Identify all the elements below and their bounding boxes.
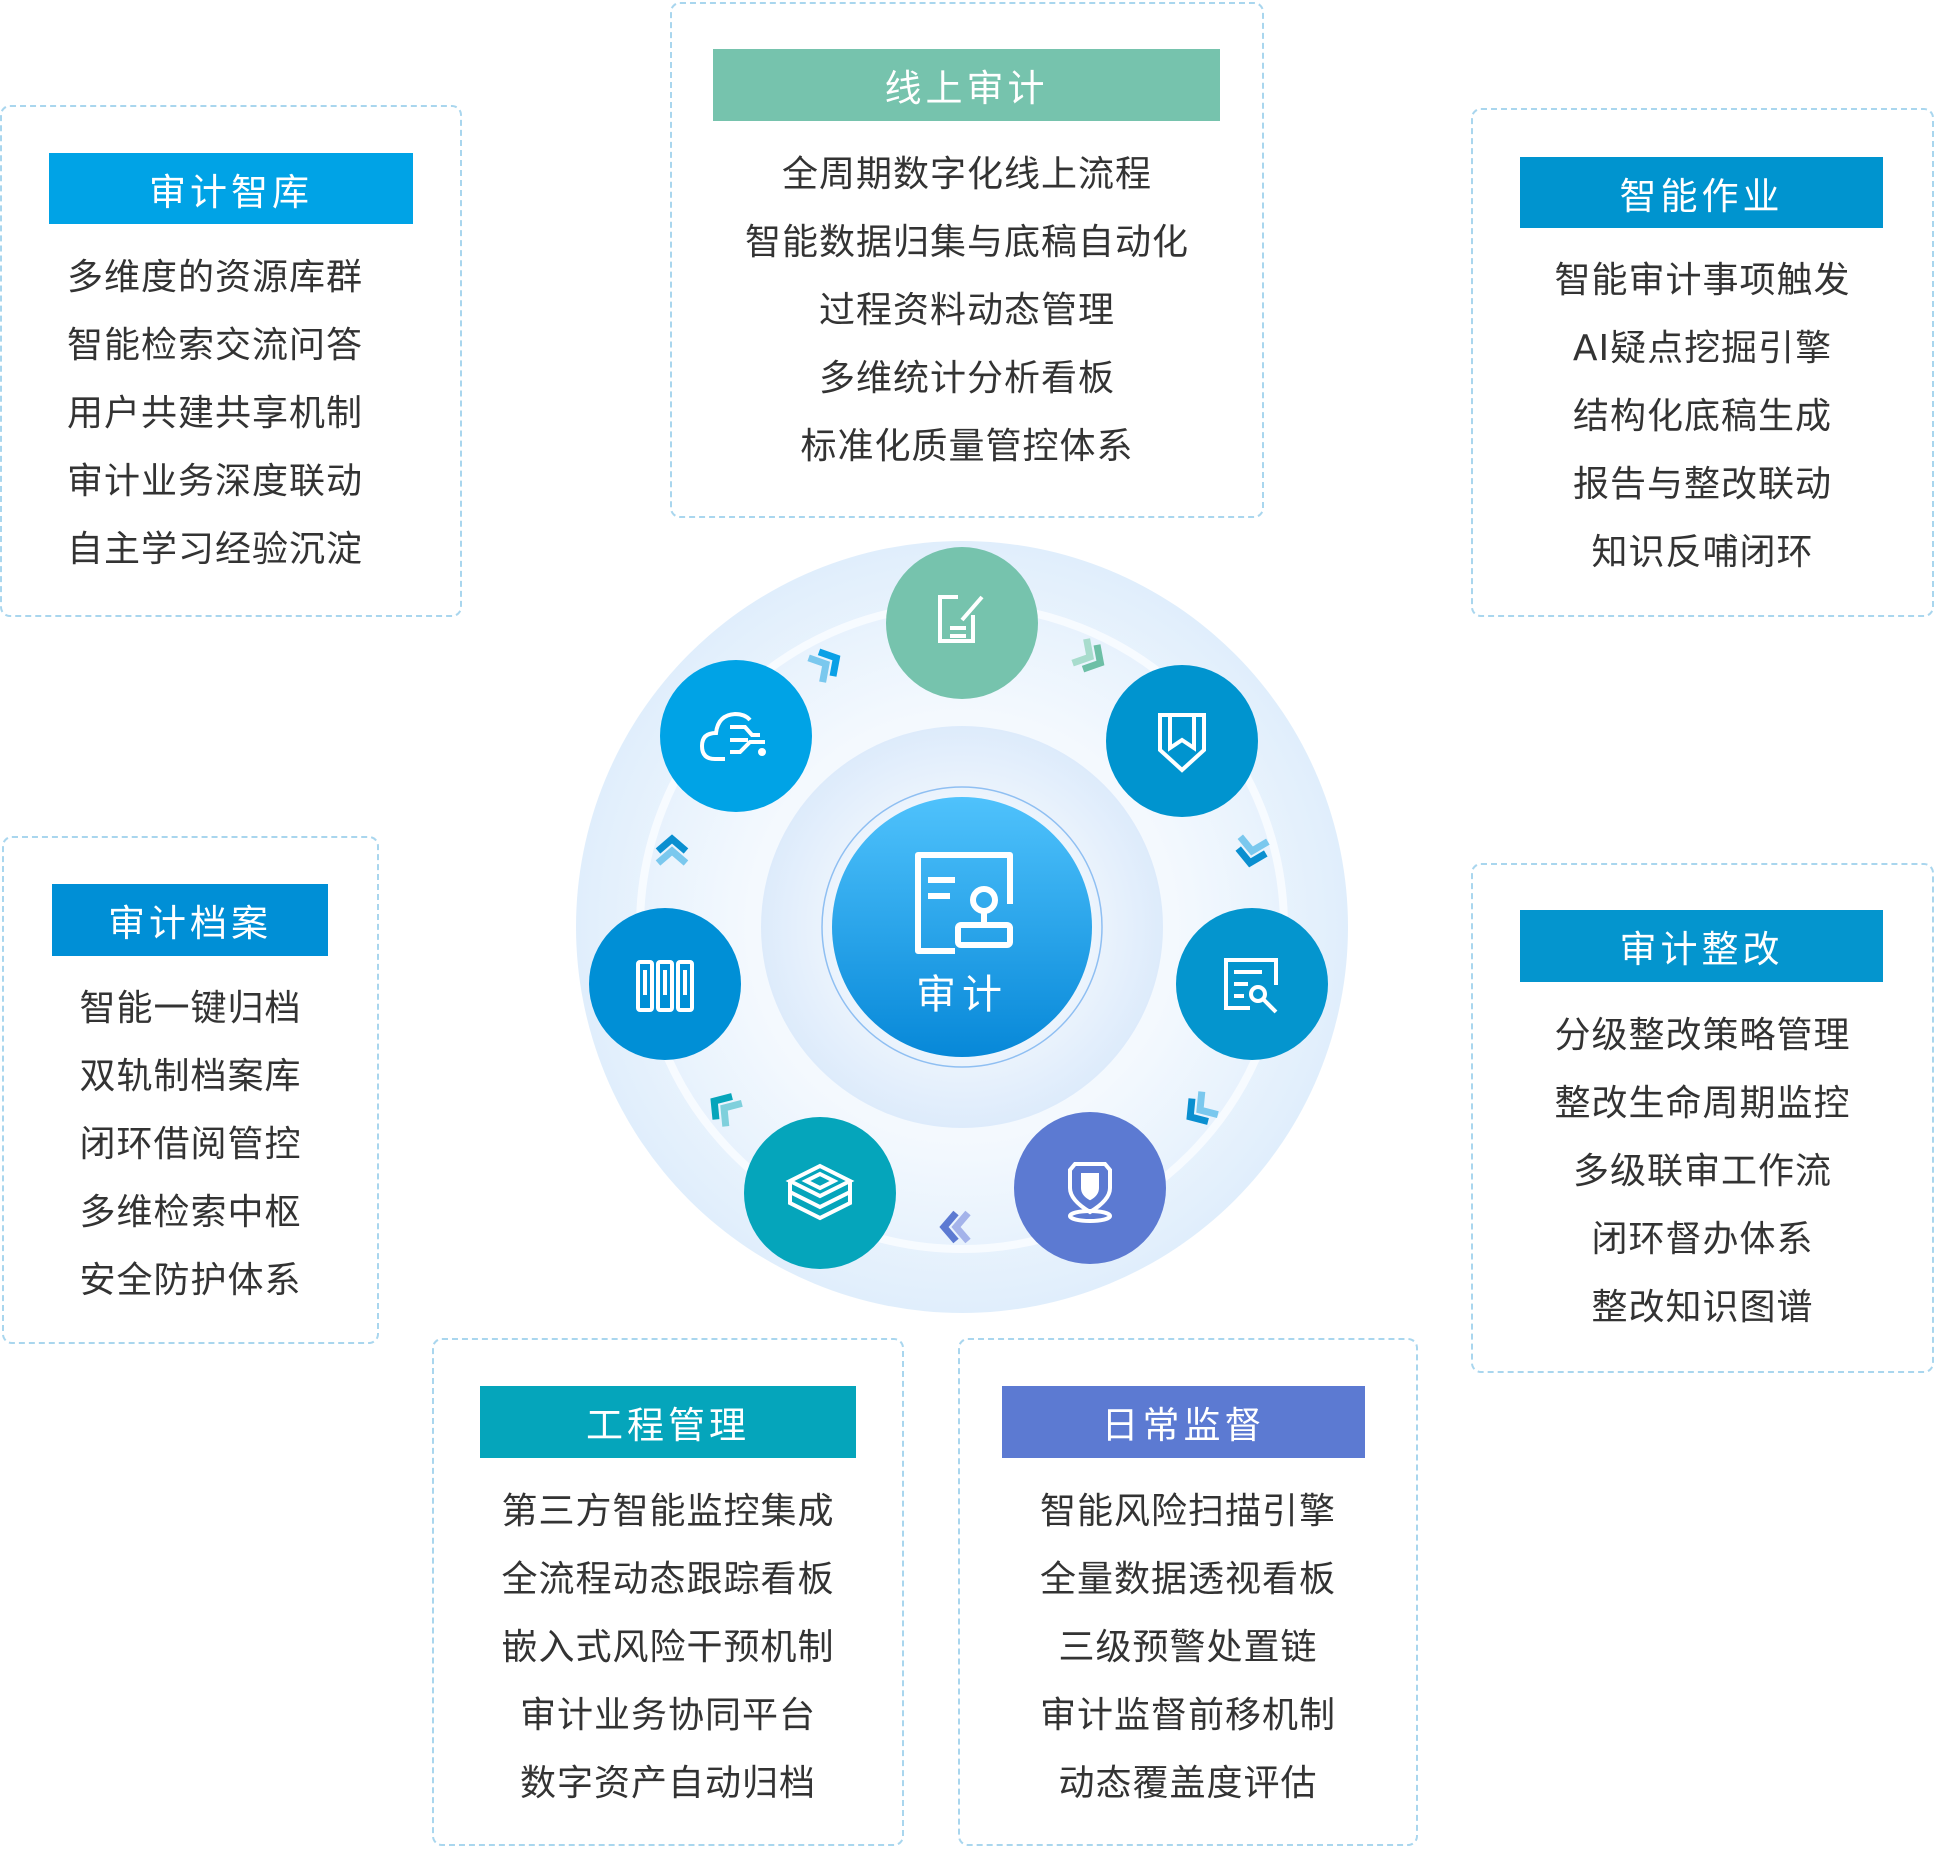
chevron-arrows bbox=[655, 638, 1270, 1244]
edit-document-icon bbox=[938, 595, 984, 643]
module-zhenggai bbox=[1471, 863, 1934, 1373]
module-jiandu-title: 日常监督 bbox=[1002, 1386, 1365, 1458]
module-dangan-list: 智能一键归档 双轨制档案库 闭环借阅管控 多维检索中枢 安全防护体系 bbox=[2, 975, 379, 1315]
list-item: 三级预警处置链 bbox=[1058, 1627, 1318, 1668]
list-item: 双轨制档案库 bbox=[79, 1056, 302, 1097]
list-item: 嵌入式风险干预机制 bbox=[501, 1627, 835, 1668]
center-label: 审计 bbox=[916, 972, 1008, 1018]
module-gongcheng-title: 工程管理 bbox=[480, 1386, 856, 1458]
list-item: 智能风险扫描引擎 bbox=[1039, 1491, 1336, 1532]
module-zuoye-title: 智能作业 bbox=[1520, 157, 1883, 228]
module-zuoye bbox=[1471, 108, 1934, 617]
chevron-right-icon bbox=[1071, 638, 1105, 673]
list-item: 智能审计事项触发 bbox=[1554, 260, 1851, 301]
module-dangan-title: 审计档案 bbox=[52, 884, 328, 956]
list-item: 审计监督前移机制 bbox=[1039, 1695, 1336, 1736]
node-xianshang[interactable] bbox=[886, 547, 1038, 699]
module-jiandu-list: 智能风险扫描引擎 全量数据透视看板 三级预警处置链 审计监督前移机制 动态覆盖度… bbox=[958, 1478, 1418, 1818]
module-jiandu bbox=[958, 1338, 1418, 1846]
cloud-network-icon bbox=[699, 711, 766, 761]
list-item: AI疑点挖掘引擎 bbox=[1572, 328, 1833, 369]
list-item: 审计业务深度联动 bbox=[66, 461, 363, 502]
list-item: 全量数据透视看板 bbox=[1039, 1559, 1336, 1600]
module-zhiku-list: 多维度的资源库群 智能检索交流问答 用户共建共享机制 审计业务深度联动 自主学习… bbox=[40, 244, 390, 584]
module-xianshang-title: 线上审计 bbox=[713, 49, 1220, 121]
bookmark-shield-icon bbox=[1158, 713, 1206, 773]
list-item: 多维检索中枢 bbox=[79, 1192, 302, 1233]
node-jiandu[interactable] bbox=[1014, 1112, 1166, 1264]
list-item: 安全防护体系 bbox=[79, 1260, 302, 1301]
list-item: 多维统计分析看板 bbox=[818, 358, 1115, 399]
module-gongcheng bbox=[432, 1338, 904, 1846]
list-item: 过程资料动态管理 bbox=[818, 290, 1115, 331]
list-item: 闭环借阅管控 bbox=[79, 1124, 302, 1165]
node-zhiku[interactable] bbox=[660, 660, 812, 812]
list-item: 智能数据归集与底稿自动化 bbox=[744, 222, 1189, 263]
list-item: 智能一键归档 bbox=[79, 988, 302, 1029]
list-item: 知识反哺闭环 bbox=[1591, 532, 1814, 573]
module-zuoye-list: 智能审计事项触发 AI疑点挖掘引擎 结构化底稿生成 报告与整改联动 知识反哺闭环 bbox=[1471, 247, 1934, 587]
list-item: 多维度的资源库群 bbox=[66, 257, 363, 298]
node-gongcheng[interactable] bbox=[744, 1117, 896, 1269]
list-item: 闭环督办体系 bbox=[1591, 1219, 1814, 1260]
module-gongcheng-list: 第三方智能监控集成 全流程动态跟踪看板 嵌入式风险干预机制 审计业务协同平台 数… bbox=[432, 1478, 904, 1818]
chevron-down-icon bbox=[1235, 834, 1270, 868]
module-zhiku bbox=[0, 105, 462, 617]
list-item: 多级联审工作流 bbox=[1572, 1151, 1832, 1192]
list-item: 全周期数字化线上流程 bbox=[781, 154, 1152, 195]
list-item: 标准化质量管控体系 bbox=[800, 426, 1134, 467]
module-xianshang-list: 全周期数字化线上流程 智能数据归集与底稿自动化 过程资料动态管理 多维统计分析看… bbox=[670, 141, 1264, 481]
module-xianshang bbox=[670, 2, 1264, 518]
module-zhiku-title: 审计智库 bbox=[49, 153, 413, 224]
list-item: 结构化底稿生成 bbox=[1572, 396, 1832, 437]
module-zhenggai-list: 分级整改策略管理 整改生命周期监控 多级联审工作流 闭环督办体系 整改知识图谱 bbox=[1471, 1002, 1934, 1342]
chevron-up-icon bbox=[710, 1093, 743, 1127]
list-item: 全流程动态跟踪看板 bbox=[501, 1559, 835, 1600]
chevron-down-icon bbox=[1186, 1091, 1219, 1125]
list-item: 用户共建共享机制 bbox=[66, 393, 363, 434]
chevron-up-icon bbox=[655, 834, 689, 866]
shield-location-icon bbox=[1068, 1162, 1112, 1223]
chevron-right-icon bbox=[807, 648, 841, 683]
list-item: 报告与整改联动 bbox=[1572, 464, 1832, 505]
module-zhenggai-title: 审计整改 bbox=[1520, 910, 1883, 982]
node-zuoye[interactable] bbox=[1106, 665, 1258, 817]
module-dangan bbox=[2, 836, 379, 1344]
list-item: 整改知识图谱 bbox=[1591, 1287, 1814, 1328]
list-item: 数字资产自动归档 bbox=[519, 1763, 816, 1804]
chevron-left-icon bbox=[939, 1210, 971, 1244]
center-outline bbox=[821, 786, 1103, 1068]
list-item: 审计业务协同平台 bbox=[519, 1695, 816, 1736]
list-item: 动态覆盖度评估 bbox=[1058, 1763, 1318, 1804]
list-item: 智能检索交流问答 bbox=[66, 325, 363, 366]
list-item: 第三方智能监控集成 bbox=[501, 1491, 835, 1532]
node-dangan[interactable] bbox=[589, 908, 741, 1060]
node-zhenggai[interactable] bbox=[1176, 908, 1328, 1060]
document-wrench-icon bbox=[1224, 958, 1278, 1014]
list-item: 分级整改策略管理 bbox=[1554, 1015, 1851, 1056]
audit-stamp-icon bbox=[915, 852, 1013, 954]
layers-icon bbox=[785, 1163, 855, 1221]
list-item: 自主学习经验沉淀 bbox=[66, 529, 363, 570]
archive-binders-icon bbox=[636, 960, 694, 1012]
list-item: 整改生命周期监控 bbox=[1554, 1083, 1851, 1124]
